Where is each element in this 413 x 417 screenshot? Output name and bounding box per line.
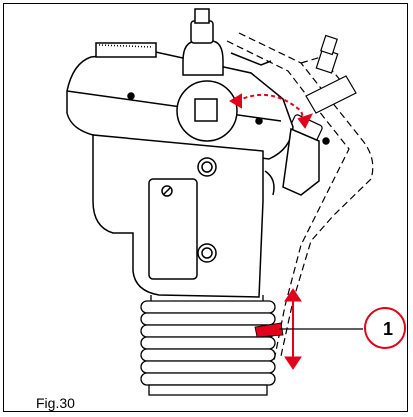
figure-caption: Fig.30 [36, 395, 75, 411]
figure-frame: 1 Fig.30 [3, 3, 408, 412]
device-illustration [66, 8, 406, 396]
main-head [66, 8, 330, 196]
housing [92, 134, 275, 298]
callout-number: 1 [382, 319, 393, 339]
red-marker [254, 322, 284, 338]
bellows [140, 295, 276, 396]
pivot-arrow-icon [229, 93, 313, 129]
tilted-head-outline [226, 32, 374, 362]
callout-1 [279, 307, 406, 349]
